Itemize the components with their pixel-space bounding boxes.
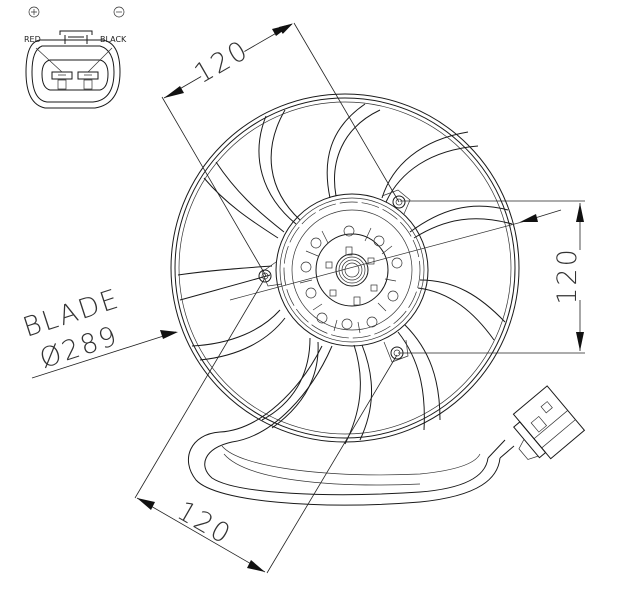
pin-label-black: BLACK: [100, 35, 127, 44]
negative-terminal-icon: [113, 6, 125, 18]
pin-label-red: RED: [24, 35, 41, 44]
connector-pinout-diagram: RED BLACK: [24, 6, 127, 109]
dimension-label-top: 120: [189, 34, 254, 90]
motor-hub: [275, 193, 429, 347]
dimension-blade-diameter: BLADE Ø289: [19, 283, 178, 379]
mount-left: [258, 261, 283, 287]
dimension-right-120: 120: [398, 200, 585, 354]
mount-top-right: [381, 189, 411, 215]
power-cable: [187, 345, 515, 506]
dimension-top-120: 120: [161, 22, 400, 277]
positive-terminal-icon: [28, 6, 40, 18]
dimension-label-bottom: 120: [172, 495, 237, 551]
dimension-label-right: 120: [552, 247, 583, 305]
cable-connector-plug: [512, 385, 586, 460]
mounting-points: [258, 189, 411, 363]
fan-blades: [177, 103, 513, 445]
mount-bottom: [383, 339, 409, 363]
